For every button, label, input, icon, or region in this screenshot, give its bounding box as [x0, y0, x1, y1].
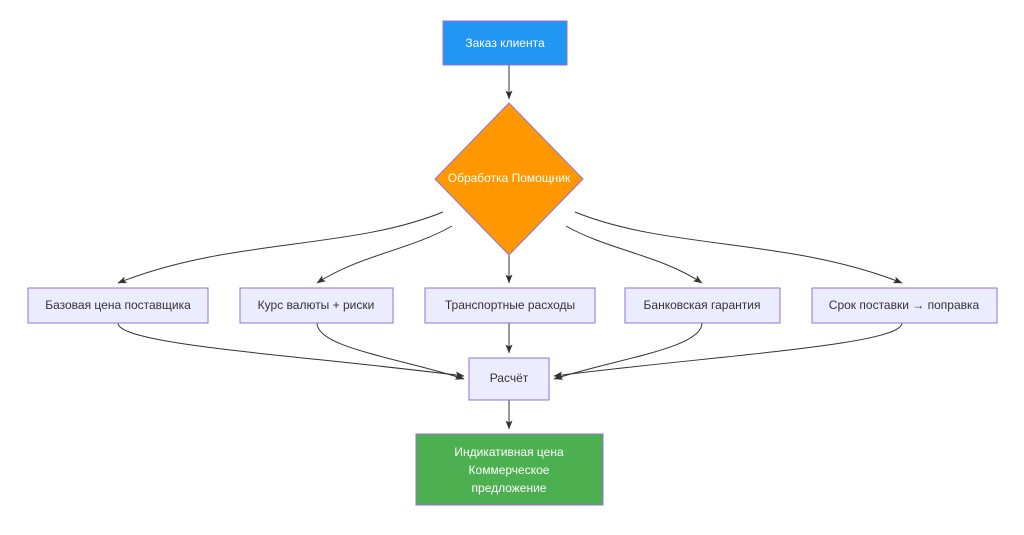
calc-node-shape[interactable]: [468, 357, 550, 401]
node-factor-1[interactable]: Курс валюты + риски: [239, 287, 394, 324]
node-decision[interactable]: Обработка Помощник: [434, 102, 584, 256]
edge-factor-4-to-calc: [553, 322, 903, 379]
factor-1-shape[interactable]: [239, 287, 394, 324]
edge-factor-0-to-calc: [117, 322, 465, 379]
factor-4-shape[interactable]: [811, 287, 998, 324]
decision-node-shape[interactable]: [434, 102, 584, 256]
node-factor-2[interactable]: Транспортные расходы: [424, 287, 596, 324]
factor-2-shape[interactable]: [424, 287, 596, 324]
node-start[interactable]: Заказ клиента: [442, 20, 568, 66]
node-factor-4[interactable]: Срок поставки → поправка: [811, 287, 998, 324]
node-factor-0[interactable]: Базовая цена поставщика: [27, 287, 209, 324]
node-result[interactable]: Индикативная цена Коммерческое предложен…: [415, 433, 604, 506]
edge-decision-to-factor-4: [574, 211, 903, 284]
start-node-shape[interactable]: [442, 20, 568, 66]
factor-0-shape[interactable]: [27, 287, 209, 324]
edge-decision-to-factor-3: [565, 225, 703, 284]
factor-3-shape[interactable]: [624, 287, 781, 324]
edge-decision-to-factor-0: [117, 211, 444, 284]
edge-factor-1-to-calc: [316, 322, 465, 380]
edge-decision-to-factor-1: [316, 225, 453, 284]
edge-group: [117, 65, 903, 430]
result-node-shape[interactable]: [415, 433, 604, 506]
edge-factor-3-to-calc: [553, 322, 703, 380]
node-factor-3[interactable]: Банковская гарантия: [624, 287, 781, 324]
node-calc[interactable]: Расчёт: [468, 357, 550, 401]
